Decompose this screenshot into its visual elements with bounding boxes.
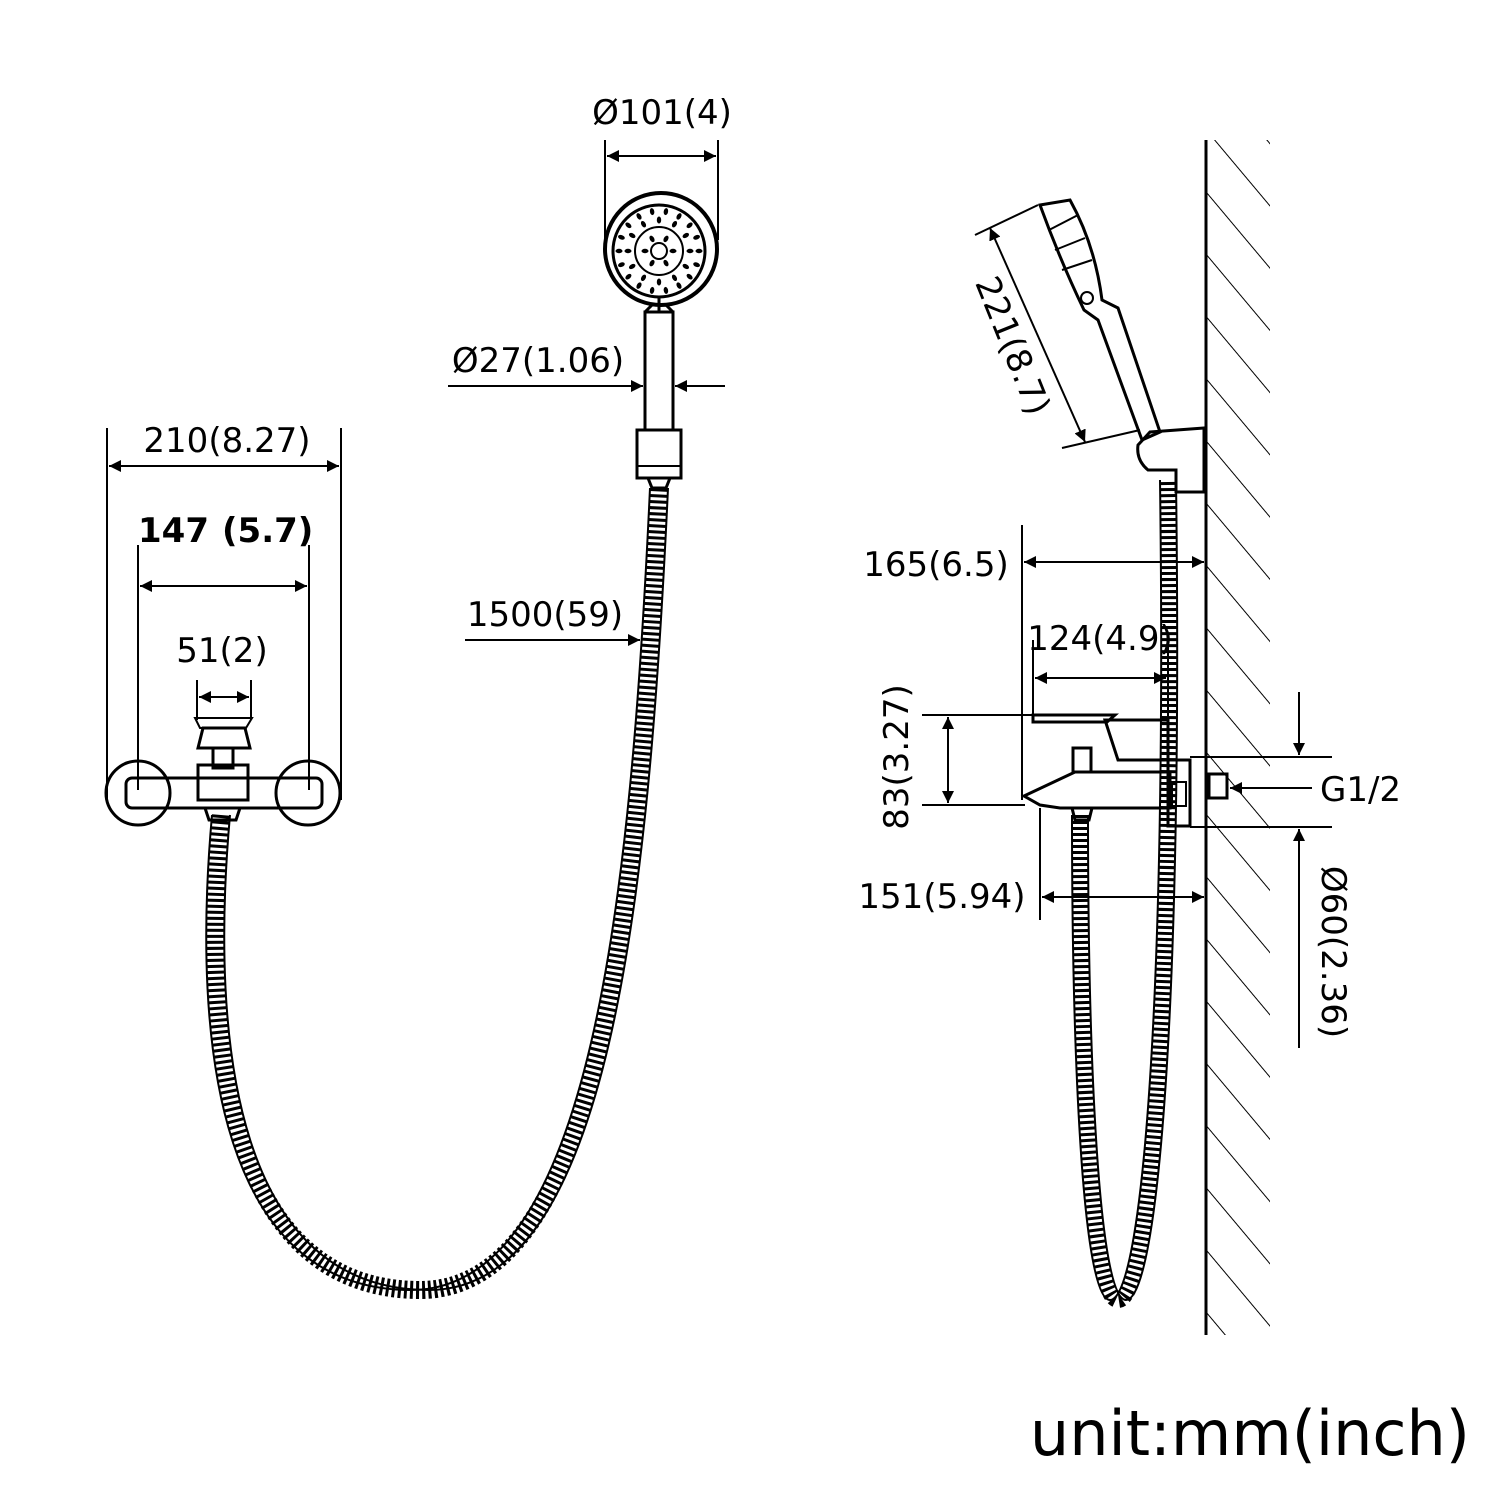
nozzle-dot bbox=[686, 248, 694, 254]
nozzle-dot bbox=[624, 248, 632, 254]
nozzle-dot bbox=[628, 263, 636, 270]
shower-hose-front bbox=[206, 487, 668, 1300]
side-view: 221(8.7) 165(6.5) 124(4.9) 83(3.27) G1/2 bbox=[858, 140, 1401, 1335]
nozzle-dot bbox=[676, 213, 682, 220]
nozzle-dot bbox=[682, 232, 690, 239]
label-inlet-centers-mm: 147 bbox=[138, 511, 209, 551]
nozzle-dot bbox=[628, 232, 636, 239]
nozzle-dot bbox=[686, 222, 693, 229]
nozzle-dot bbox=[640, 274, 647, 282]
nozzle-dot bbox=[625, 222, 632, 229]
label-handset-length: 221(8.7) bbox=[966, 271, 1058, 421]
nozzle-dot bbox=[669, 248, 677, 254]
label-flange-diameter: Ø60(2.36) bbox=[1313, 866, 1353, 1038]
label-outlet-width: 51(2) bbox=[176, 631, 267, 671]
nozzle-pattern bbox=[615, 208, 703, 294]
dim-body-height: 83(3.27) bbox=[877, 684, 1033, 830]
label-hose-length: 1500(59) bbox=[467, 595, 623, 635]
nozzle-dot bbox=[636, 213, 642, 220]
dim-hose-length: 1500(59) bbox=[465, 595, 640, 646]
handset-holder-front bbox=[635, 428, 683, 490]
nozzle-dot bbox=[618, 234, 625, 240]
nozzle-dot bbox=[663, 208, 669, 216]
dim-wall-projection: 165(6.5) bbox=[863, 525, 1204, 800]
dim-flange-diameter: Ø60(2.36) bbox=[1190, 692, 1353, 1048]
shower-handle bbox=[643, 303, 675, 432]
handset-holder-side bbox=[1136, 426, 1206, 494]
label-handle-diameter: Ø27(1.06) bbox=[452, 341, 624, 381]
nozzle-dot bbox=[693, 262, 700, 268]
shower-head-front bbox=[603, 191, 719, 312]
nozzle-dot bbox=[649, 235, 655, 243]
nozzle-dot bbox=[682, 263, 690, 270]
nozzle-dot bbox=[663, 286, 669, 294]
nozzle-dot bbox=[640, 220, 647, 228]
unit-label: unit:mm(inch) bbox=[1030, 1397, 1470, 1470]
dim-overall-width: 210(8.27) bbox=[106, 421, 342, 800]
nozzle-dot bbox=[649, 208, 655, 216]
label-overall-width: 210(8.27) bbox=[143, 421, 310, 461]
mixer-body-front bbox=[104, 717, 342, 827]
nozzle-dot bbox=[615, 248, 623, 254]
dim-lever-length: 124(4.9) bbox=[1027, 619, 1173, 720]
label-inlet-centers-inch: (5.7) bbox=[222, 511, 313, 551]
nozzle-dot bbox=[686, 273, 693, 280]
nozzle-dot bbox=[663, 235, 669, 243]
label-connection-thread: G1/2 bbox=[1320, 770, 1401, 810]
label-lever-length: 124(4.9) bbox=[1027, 619, 1173, 659]
nozzle-dot bbox=[693, 234, 700, 240]
nozzle-dot bbox=[649, 286, 655, 294]
dim-inlet-centers: 147 (5.7) bbox=[137, 511, 313, 790]
nozzle-dot bbox=[695, 248, 703, 254]
nozzle-dot bbox=[641, 248, 649, 254]
nozzle-dot bbox=[671, 274, 678, 282]
nozzle-dot bbox=[656, 216, 662, 224]
dim-connection-thread: G1/2 bbox=[1230, 770, 1401, 810]
dim-outlet-width: 51(2) bbox=[176, 631, 268, 720]
dim-handle-diameter: Ø27(1.06) bbox=[448, 341, 725, 392]
dim-head-diameter: Ø101(4) bbox=[592, 93, 732, 240]
front-view: Ø101(4) Ø27(1.06) 210(8.27) 147 (5.7) bbox=[104, 93, 732, 1300]
label-spout-projection: 151(5.94) bbox=[858, 877, 1025, 917]
mixer-body-side bbox=[1020, 713, 1229, 828]
nozzle-dot bbox=[663, 259, 669, 267]
wall bbox=[1204, 140, 1270, 1335]
dim-spout-projection: 151(5.94) bbox=[858, 808, 1204, 920]
shower-hose-side bbox=[1072, 479, 1178, 1309]
nozzle-dot bbox=[625, 273, 632, 280]
label-wall-projection: 165(6.5) bbox=[863, 545, 1009, 585]
nozzle-dot bbox=[636, 282, 642, 289]
nozzle-dot bbox=[671, 220, 678, 228]
nozzle-dot bbox=[656, 278, 662, 286]
nozzle-dot bbox=[618, 262, 625, 268]
label-head-diameter: Ø101(4) bbox=[592, 93, 732, 133]
nozzle-dot bbox=[649, 259, 655, 267]
label-body-height: 83(3.27) bbox=[877, 684, 917, 830]
nozzle-dot bbox=[676, 282, 682, 289]
